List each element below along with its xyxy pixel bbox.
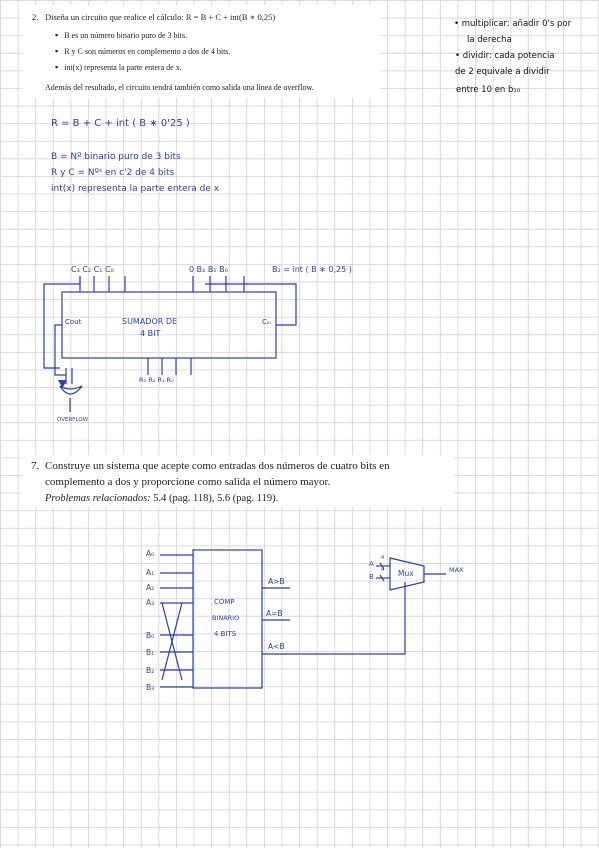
mux-input-a-width: 4 xyxy=(381,555,385,561)
exercise-2-statement: Diseña un circuito que realice el cálcul… xyxy=(45,12,276,22)
comparator-input-a1: A₁ xyxy=(146,568,155,577)
overflow-label: OVERFLOW xyxy=(57,417,89,423)
comparator-input-a2: A₂ xyxy=(146,583,155,592)
mux-block xyxy=(389,557,425,591)
adder-r-output-labels: R₃ R₂ R₁ R₀ xyxy=(139,376,174,384)
comparator-title-line-1: COMP xyxy=(214,598,235,606)
handwritten-formula: R = B + C + int ( B ∗ 0'25 ) xyxy=(51,118,190,129)
output-a-less-b: A<B xyxy=(268,642,285,651)
adder-cout-label: Cout xyxy=(65,318,82,326)
exercise-2-overflow-note: Además del resultado, el circuito tendrá… xyxy=(45,83,314,92)
handwritten-definition-int: int(x) representa la parte entera de x xyxy=(51,184,220,194)
comparator-input-b0: B₀ xyxy=(146,631,155,640)
mux-input-b-width: 4 xyxy=(381,567,385,573)
side-note-line-2: la derecha xyxy=(467,35,512,45)
comparator-title-line-3: 4 BITS xyxy=(214,630,237,638)
adder-b2-definition: B₂ = int ( B ∗ 0,25 ) xyxy=(272,265,352,274)
adder-block-title-line-2: 4 BIT xyxy=(140,329,161,338)
side-note-line-5: entre 10 en b₁₀ xyxy=(456,85,521,95)
adder-c-input-labels: C₃ C₂ C₁ C₀ xyxy=(71,265,114,274)
max-output-label: MAX xyxy=(449,566,464,574)
exercise-7-number: 7. xyxy=(31,460,40,472)
comparator-input-a0: A₀ xyxy=(146,549,155,558)
related-problems-prefix: Problemas relacionados: xyxy=(45,493,151,504)
comparator-input-b3: B₃ xyxy=(146,683,155,692)
comparator-title-line-2: BINARIO xyxy=(212,614,240,622)
exercise-7-statement-line-1: Construye un sistema que acepte como ent… xyxy=(45,460,390,472)
mux-label: Mux xyxy=(398,569,414,578)
comparator-input-a3: A₃ xyxy=(146,598,155,607)
comparator-input-b1: B₁ xyxy=(146,648,155,657)
side-note-line-1: • multiplicar: añadir 0's por xyxy=(454,19,572,29)
adder-cin-label: Cᵢₙ xyxy=(262,318,271,326)
exercise-7-text-background xyxy=(22,455,454,507)
side-note-line-3: • dividir: cada potencia xyxy=(455,51,555,61)
related-problems-refs: 5.4 (pag. 118), 5.6 (pag. 119). xyxy=(153,493,279,504)
comparator-input-b2: B₂ xyxy=(146,666,155,675)
exercise-2-bullet-3: int(x) representa la parte entera de x. xyxy=(55,62,182,72)
mux-input-b: B xyxy=(369,573,374,581)
mux-input-a: A xyxy=(369,560,374,568)
exercise-2-number: 2. xyxy=(32,12,39,22)
exercise-7-related-problems: Problemas relacionados: 5.4 (pag. 118), … xyxy=(45,493,278,504)
exercise-2-bullet-1: B es un número binario puro de 3 bits. xyxy=(55,30,187,40)
output-a-equal-b: A=B xyxy=(266,609,283,618)
handwritten-definition-b: B = Nº binario puro de 3 bits xyxy=(51,152,181,162)
output-a-greater-b: A>B xyxy=(268,577,285,586)
comparator-block xyxy=(192,549,263,689)
exercise-2-bullet-2: R y C son números en complemento a dos d… xyxy=(55,46,230,56)
exercise-7-statement-line-2: complemento a dos y proporcione como sal… xyxy=(45,476,331,488)
adder-b-input-labels: 0 B₂ B₁ B₀ xyxy=(189,265,228,274)
side-note-line-4: de 2 equivale a dividir xyxy=(455,67,550,77)
adder-block-title-line-1: SUMADOR DE xyxy=(122,317,178,326)
handwritten-definition-rc: R y C = Nºˢ en c'2 de 4 bits xyxy=(51,168,175,178)
